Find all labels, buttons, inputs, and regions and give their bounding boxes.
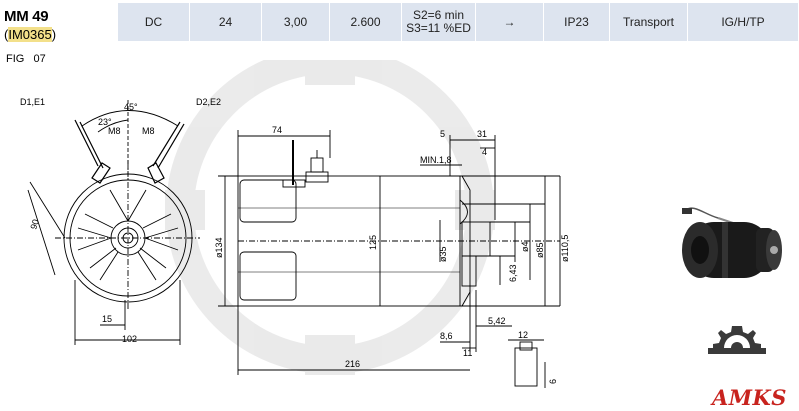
- spec-rotation: →: [476, 3, 544, 41]
- thread-left-label: M8: [108, 126, 121, 136]
- width-label: 102: [122, 334, 137, 344]
- spec-duty-s3: S3=11 %ED: [406, 21, 471, 35]
- dim-4: 4: [482, 147, 487, 157]
- spec-duty-s2: S2=6 min: [412, 8, 465, 22]
- terminal-left-label: D1,E1: [20, 97, 45, 107]
- spec-table: MM 49 (IM0365) DC 24 3,00 2.600 S2=6 min…: [0, 0, 799, 44]
- dim-4v: ø4: [520, 241, 530, 252]
- spec-application: Transport: [610, 3, 688, 41]
- spec-voltage-type: DC: [118, 3, 190, 41]
- diameter-label: 90: [28, 218, 41, 231]
- spec-speed: 2.600: [330, 3, 402, 41]
- dim-12: 12: [518, 330, 528, 340]
- dim-74: 74: [272, 125, 282, 135]
- spec-protection: IP23: [544, 3, 610, 41]
- front-view: [27, 100, 200, 345]
- dim-35: ø35: [438, 246, 448, 262]
- offset-label: 15: [102, 314, 112, 324]
- figure-label: FIG 07: [6, 53, 46, 65]
- dim-11: 11: [463, 348, 472, 358]
- terminal-right-label: D2,E2: [196, 97, 221, 107]
- dim-6: 6: [548, 379, 558, 384]
- model-cell: MM 49 (IM0365): [0, 0, 118, 44]
- brand-logo-text: AMKS: [712, 385, 787, 410]
- dim-5: 5: [440, 129, 445, 139]
- model-title: MM 49: [4, 8, 49, 25]
- dim-125: 125: [368, 235, 378, 250]
- spec-classes: IG/H/TP: [688, 3, 799, 41]
- dim-31: 31: [477, 129, 487, 139]
- spec-power: 3,00: [262, 3, 330, 41]
- dim-216: 216: [345, 359, 360, 369]
- model-code-highlight: IM0365: [8, 27, 52, 42]
- technical-drawing: D1,E1 D2,E2 45° 23° M8 M8 90 15 102: [20, 60, 570, 388]
- dim-86: 8,6: [440, 331, 453, 341]
- dim-134: ø134: [214, 237, 224, 258]
- thread-right-label: M8: [142, 126, 155, 136]
- motor-photo: [682, 207, 782, 278]
- spec-duty: S2=6 min S3=11 %ED: [402, 3, 476, 41]
- side-view: [218, 130, 561, 388]
- dim-542: 5,42: [488, 316, 506, 326]
- angle-total-label: 45°: [124, 102, 138, 112]
- spec-voltage: 24: [190, 3, 262, 41]
- amks-gear-logo-icon: [708, 326, 766, 378]
- dim-min: MIN.1,8: [420, 155, 452, 165]
- model-code: (IM0365): [4, 27, 57, 42]
- watermark-gear-icon: [165, 60, 495, 375]
- dim-85: ø85: [535, 242, 545, 258]
- dim-643: 6,43: [508, 264, 518, 282]
- dim-1105: ø110,5: [560, 235, 570, 262]
- angle-half-label: 23°: [98, 117, 112, 127]
